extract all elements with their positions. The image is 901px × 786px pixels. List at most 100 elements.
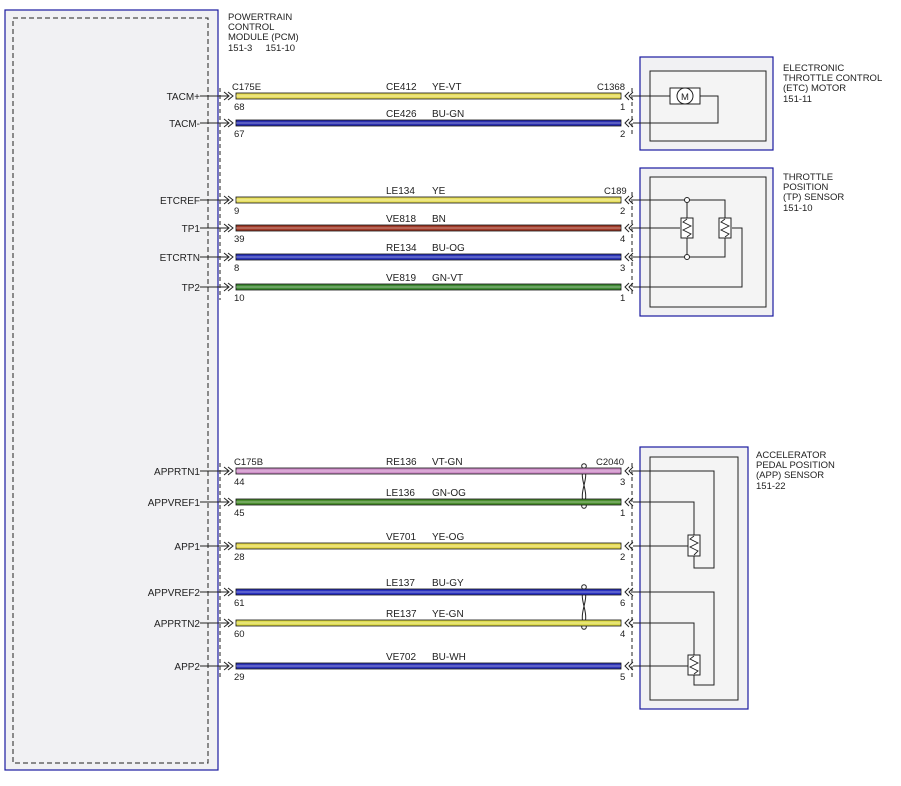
pin-arrow-icon — [223, 661, 230, 671]
pin-arrow-icon — [624, 618, 630, 628]
dest-pin-number: 3 — [620, 477, 625, 488]
circuit-label: CE426 — [386, 109, 417, 120]
pin-arrow-icon — [624, 282, 630, 292]
tp-sensor-title-3: (TP) SENSOR — [783, 192, 844, 203]
potentiometer-icon-zigzag — [681, 218, 693, 238]
wire-le136 — [235, 498, 622, 506]
dest-pin-number: 5 — [620, 672, 625, 683]
dest-pin-number: 3 — [620, 263, 625, 274]
potentiometer-icon-zigzag — [719, 218, 731, 238]
pin-arrow-icon — [628, 282, 634, 292]
pcm-module: POWERTRAIN CONTROL MODULE (PCM) 151-3 15… — [4, 9, 299, 771]
pcm-pin-number: 60 — [234, 629, 245, 640]
pin-arrow-icon — [223, 466, 230, 476]
wire-ve701 — [235, 542, 622, 550]
pin-arrow-icon — [624, 587, 630, 597]
pin-arrow-icon — [227, 618, 234, 628]
dest-pin-number: 1 — [620, 102, 625, 113]
potentiometer-icon-zigzag — [688, 655, 700, 675]
wire-color-label: BU-OG — [432, 243, 465, 254]
dest-pin-number: 1 — [620, 293, 625, 304]
pcm-pin-number: 67 — [234, 129, 245, 140]
pcm-title-1: POWERTRAIN — [228, 12, 292, 23]
app-sensor-ref: 151-22 — [756, 481, 786, 492]
pcm-body — [4, 9, 219, 771]
pin-arrow-icon — [223, 618, 230, 628]
pin-arrow-icon — [624, 252, 630, 262]
circuit-label: RE137 — [386, 609, 417, 620]
pin-arrow-icon — [628, 91, 634, 101]
pin-arrow-icon — [227, 223, 234, 233]
pcm-pin-label: APP2 — [174, 662, 200, 673]
pcm-pin-number: 10 — [234, 293, 245, 304]
pin-arrow-icon — [227, 118, 234, 128]
app-sensor-inner — [649, 456, 739, 701]
pcm-pin-label: TP1 — [182, 224, 201, 235]
pin-arrow-icon — [628, 252, 634, 262]
pin-arrow-icon — [223, 223, 230, 233]
circuit-label: VE701 — [386, 532, 416, 543]
pcm-pin-number: 29 — [234, 672, 245, 683]
pcm-pin-label: APPVREF1 — [148, 498, 201, 509]
wire-re137 — [235, 619, 622, 627]
pin-arrow-icon — [223, 252, 230, 262]
pcm-pin-label: APP1 — [174, 542, 200, 553]
circuit-label: LE137 — [386, 578, 415, 589]
pcm-pin-number: 61 — [234, 598, 245, 609]
motor-icon-label: M — [681, 92, 689, 103]
pin-arrow-icon — [624, 497, 630, 507]
wire-ve818 — [235, 224, 622, 232]
dest-pin-number: 4 — [620, 629, 625, 640]
circuit-label: VE819 — [386, 273, 416, 284]
pin-arrow-icon — [624, 118, 630, 128]
pin-arrow-icon — [624, 661, 630, 671]
pcm-title-3: MODULE (PCM) — [228, 32, 299, 43]
pin-arrow-icon — [628, 541, 634, 551]
pin-arrow-icon — [624, 541, 630, 551]
pin-arrow-icon — [628, 223, 634, 233]
pin-arrow-icon — [223, 91, 230, 101]
wire-ce426 — [235, 119, 622, 127]
pin-arrow-icon — [624, 195, 630, 205]
pin-arrow-icon — [227, 466, 234, 476]
pin-arrow-icon — [223, 118, 230, 128]
wire-re136 — [235, 467, 622, 475]
wire-color-label: YE — [432, 186, 446, 197]
pin-arrow-icon — [628, 497, 634, 507]
circuit-label: VE818 — [386, 214, 416, 225]
pin-arrow-icon — [227, 541, 234, 551]
tp-sensor-inner — [649, 176, 767, 308]
pin-arrow-icon — [624, 91, 630, 101]
wire-re134 — [235, 253, 622, 261]
pcm-pin-number: 39 — [234, 234, 245, 245]
wire-color-label: GN-OG — [432, 488, 466, 499]
tp-sensor-component: THROTTLE POSITION (TP) SENSOR 151-10 C18… — [604, 167, 844, 317]
pin-arrow-icon — [227, 252, 234, 262]
pcm-pin-label: ETCREF — [160, 196, 200, 207]
etc-motor-ref: 151-11 — [783, 94, 812, 105]
wire-le137 — [235, 588, 622, 596]
pcm-pin-number: 9 — [234, 206, 239, 217]
wire-color-label: BU-GY — [432, 578, 464, 589]
wire-color-label: YE-OG — [432, 532, 464, 543]
pin-arrow-icon — [628, 466, 634, 476]
app-sensor-title-1: ACCELERATOR — [756, 450, 827, 461]
pin-arrow-icon — [628, 118, 634, 128]
pcm-pin-label: TP2 — [182, 283, 201, 294]
app-sensor-title-3: (APP) SENSOR — [756, 470, 824, 481]
pin-arrow-icon — [628, 661, 634, 671]
pcm-pin-number: 68 — [234, 102, 245, 113]
motor-icon — [676, 87, 694, 105]
tp-sensor-connector: C189 — [604, 186, 627, 197]
app-sensor-connector: C2040 — [596, 457, 624, 468]
wire-color-label: YE-GN — [432, 609, 464, 620]
tp-junction-bottom — [684, 254, 690, 260]
tp-sensor-title-1: THROTTLE — [783, 172, 833, 183]
pin-arrow-icon — [223, 195, 230, 205]
wire-ve702 — [235, 662, 622, 670]
wire-color-label: BU-WH — [432, 652, 466, 663]
pcm-pin-label: APPRTN1 — [154, 467, 200, 478]
wire-color-label: BU-GN — [432, 109, 464, 120]
pin-arrow-icon — [628, 618, 634, 628]
